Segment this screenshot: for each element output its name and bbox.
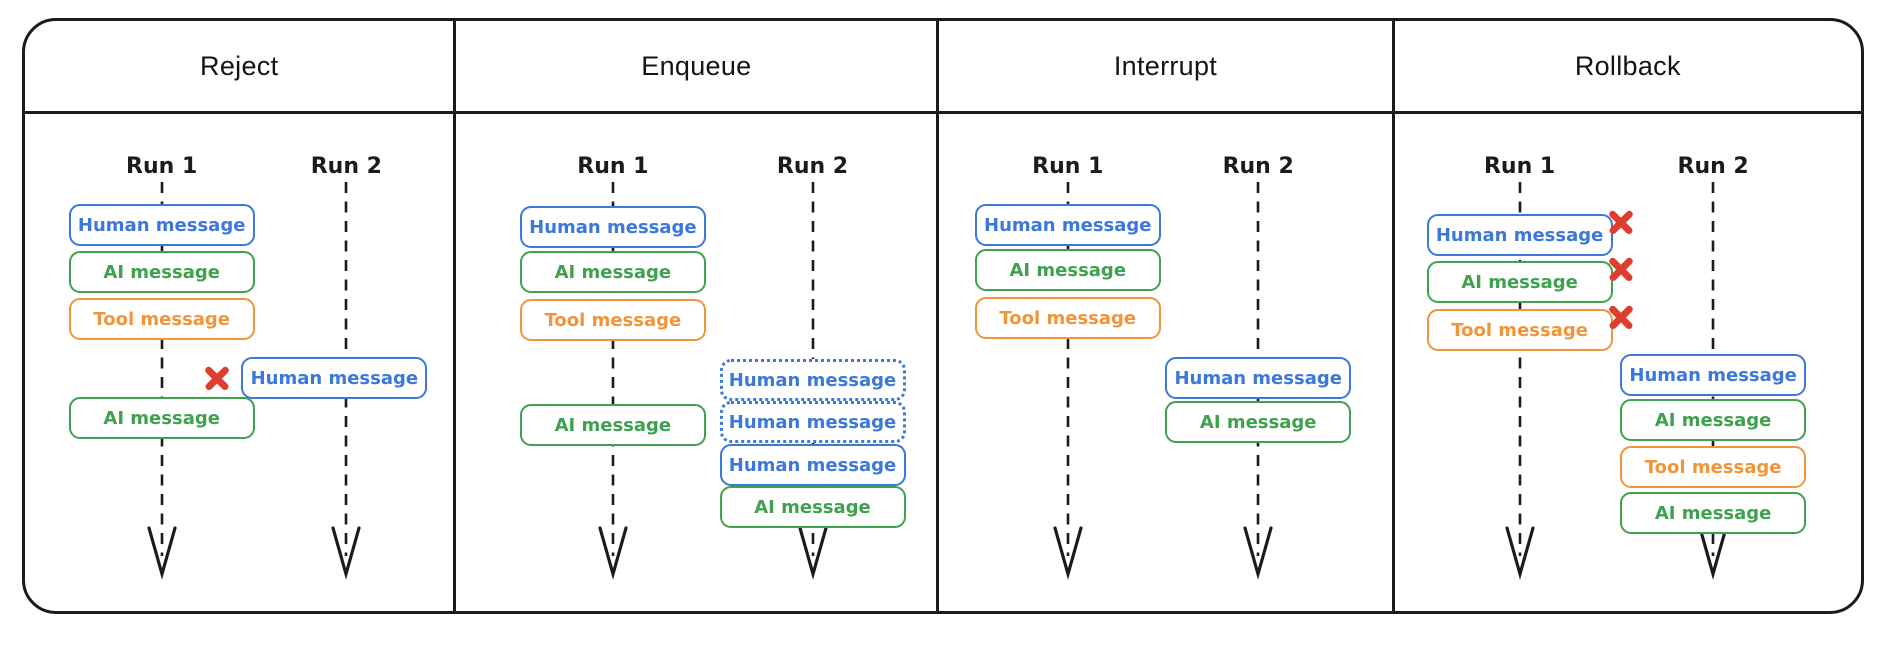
message-box-tool: Tool message (1620, 446, 1807, 488)
run-label: Run 2 (1677, 154, 1749, 179)
timeline-dashed-arrow (797, 182, 828, 580)
message-box-label: Human message (1435, 224, 1604, 246)
message-box-human: Human message (974, 204, 1161, 246)
message-box-label: Human message (728, 411, 897, 433)
arrowhead-icon (1053, 526, 1083, 580)
timeline-dashed-arrow (1243, 182, 1273, 580)
panel-header: Rollback (1394, 21, 1861, 114)
message-box-human: Human message (1426, 214, 1613, 256)
panel-header: Interrupt (939, 21, 1392, 114)
timeline-dashed-arrow (1698, 182, 1728, 580)
message-box-label: AI message (1009, 259, 1127, 281)
message-box-label: Human message (1174, 367, 1342, 389)
message-box-tool: Tool message (974, 297, 1161, 339)
message-box-label: AI message (554, 414, 672, 436)
arrowhead-icon (1243, 526, 1273, 580)
message-box-label: Tool message (999, 307, 1137, 329)
run-label: Run 1 (577, 154, 649, 179)
message-box-human: Human message (719, 444, 906, 486)
arrowhead-icon (1504, 526, 1535, 580)
message-box-ai: AI message (1426, 261, 1613, 303)
message-box-label: Human message (984, 214, 1152, 236)
message-box-tool: Tool message (519, 299, 706, 341)
run-label: Run 1 (126, 154, 198, 179)
message-box-human: Human message (1620, 354, 1807, 396)
message-box-label: AI message (554, 261, 672, 283)
message-box-label: Tool message (544, 309, 682, 331)
run-label: Run 1 (1032, 154, 1104, 179)
message-box-label: Human message (529, 216, 697, 238)
panel-title: Rollback (1574, 50, 1681, 81)
message-box-label: Human message (77, 214, 246, 236)
message-box-ai: AI message (519, 404, 706, 446)
message-box-label: Human message (728, 454, 897, 476)
arrowhead-icon (1698, 526, 1728, 580)
message-box-label: AI message (754, 496, 871, 518)
message-box-label: AI message (103, 261, 220, 283)
message-box-human: Human message (519, 206, 706, 248)
message-box-label: Human message (728, 369, 897, 391)
message-box-label: Human message (1629, 364, 1797, 386)
message-box-label: AI message (1199, 411, 1317, 433)
panel-title: Reject (200, 50, 279, 81)
x-marker-icon (1607, 303, 1635, 331)
message-box-human-queued: Human message (719, 401, 906, 443)
message-box-tool: Tool message (1426, 309, 1613, 351)
x-marker-icon (1607, 255, 1635, 283)
arrowhead-icon (331, 526, 361, 580)
run-label: Run 2 (1222, 154, 1294, 179)
message-box-label: AI message (103, 407, 220, 429)
panel-header: Enqueue (456, 21, 937, 114)
panel-header: Reject (25, 21, 454, 114)
arrowhead-icon (797, 526, 828, 580)
message-box-label: Human message (250, 367, 419, 389)
timeline-dashed-arrow (331, 182, 361, 580)
message-box-label: AI message (1461, 271, 1578, 293)
message-box-label: AI message (1654, 502, 1772, 524)
message-box-label: Tool message (1451, 319, 1588, 341)
message-box-ai: AI message (974, 249, 1161, 291)
message-box-label: AI message (1654, 409, 1772, 431)
message-box-ai: AI message (719, 486, 906, 528)
panel-title: Enqueue (641, 50, 752, 81)
message-box-ai: AI message (68, 397, 255, 439)
message-box-label: Tool message (1644, 456, 1782, 478)
message-box-ai: AI message (1620, 492, 1807, 534)
x-marker-icon (203, 364, 231, 392)
panel-title: Interrupt (1113, 50, 1218, 81)
run-label: Run 2 (776, 154, 849, 179)
message-box-human: Human message (241, 357, 428, 399)
message-box-human: Human message (68, 204, 255, 246)
message-box-tool: Tool message (68, 298, 255, 340)
message-box-human: Human message (1165, 357, 1352, 399)
x-marker-icon (1607, 208, 1635, 236)
message-box-ai: AI message (1165, 401, 1352, 443)
message-box-label: Tool message (93, 308, 231, 330)
message-box-ai: AI message (519, 251, 706, 293)
run-label: Run 1 (1483, 154, 1556, 179)
message-box-ai: AI message (68, 251, 255, 293)
message-box-human-queued: Human message (719, 359, 906, 401)
arrowhead-icon (598, 526, 628, 580)
run-label: Run 2 (310, 154, 382, 179)
message-box-ai: AI message (1620, 399, 1807, 441)
arrowhead-icon (147, 526, 177, 580)
